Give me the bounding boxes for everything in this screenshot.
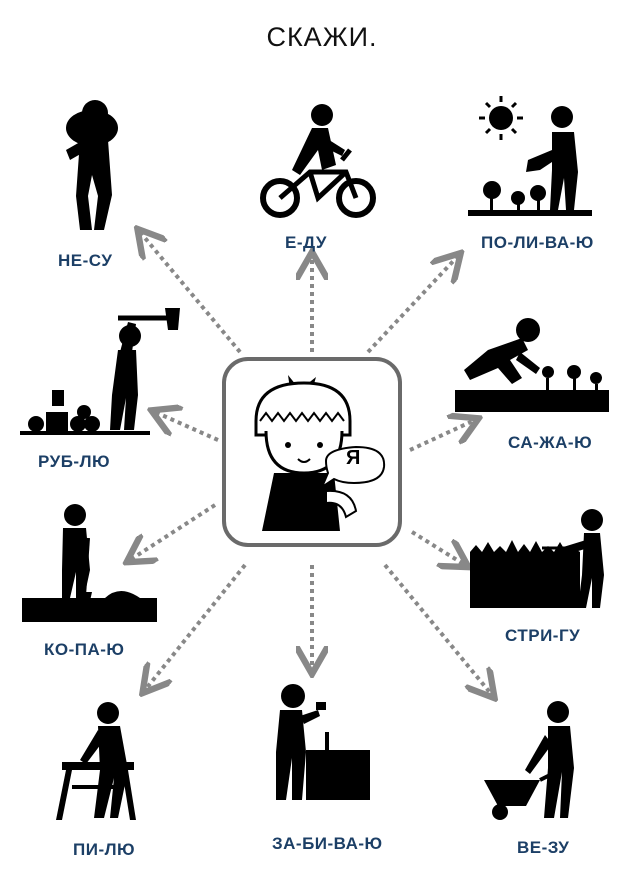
label-saw: ПИ-ЛЮ xyxy=(73,840,136,859)
arrow-chop xyxy=(155,412,219,442)
label-trim: СТРИ-ГУ xyxy=(505,626,581,645)
person-pushing-wheelbarrow-icon xyxy=(484,701,574,820)
label-dig: КО-ПА-Ю xyxy=(44,640,125,659)
arrows xyxy=(130,232,492,695)
person-hammering-icon xyxy=(276,684,370,800)
person-planting-flowers-icon xyxy=(455,318,609,412)
arrow-carry xyxy=(140,232,242,354)
label-plant: СА-ЖА-Ю xyxy=(508,433,593,452)
girl-speaking-icon xyxy=(254,375,386,531)
label-chop: РУБ-ЛЮ xyxy=(38,452,111,471)
person-digging-icon xyxy=(22,504,157,622)
person-carrying-sack-icon xyxy=(66,100,118,230)
person-riding-bicycle-icon xyxy=(260,104,376,218)
speech-letter: Я xyxy=(346,447,361,469)
arrow-plant xyxy=(409,420,475,452)
center-frame: Я xyxy=(222,357,402,547)
person-trimming-hedge-icon xyxy=(470,509,604,608)
person-sawing-icon xyxy=(56,702,136,820)
label-hammer: ЗА-БИ-ВА-Ю xyxy=(272,834,383,853)
arrow-dig xyxy=(130,503,217,560)
label-carry: НЕ-СУ xyxy=(58,251,113,270)
person-watering-flowers-icon xyxy=(468,96,592,216)
arrow-water xyxy=(366,256,458,354)
person-chopping-wood-icon xyxy=(20,308,180,435)
label-wheel: ВЕ-ЗУ xyxy=(517,838,570,857)
label-water: ПО-ЛИ-ВА-Ю xyxy=(481,233,594,252)
label-ride: Е-ДУ xyxy=(285,233,327,252)
arrow-saw xyxy=(145,563,247,690)
page-title: СКАЖИ. xyxy=(266,22,378,52)
arrow-trim xyxy=(410,530,465,565)
